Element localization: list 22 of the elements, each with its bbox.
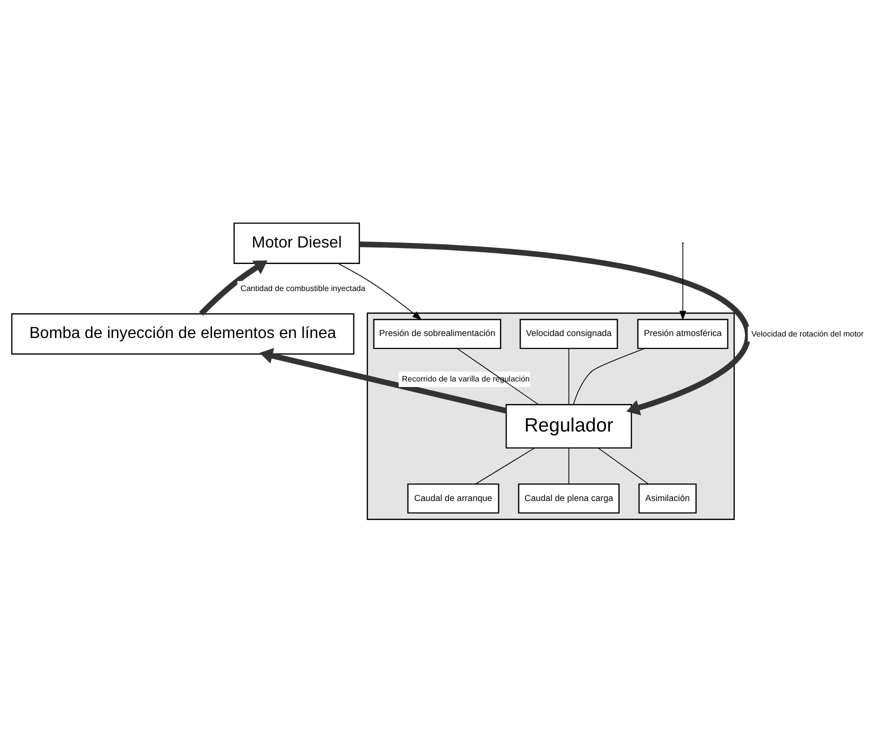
node-box: Motor Diesel (234, 222, 360, 264)
node-box: Caudal de arranque (407, 483, 500, 514)
node-box: Presión atmosférica (637, 318, 728, 350)
node-box: Velocidad consignada (520, 318, 618, 350)
arrow (359, 242, 750, 416)
node-box: Presión de sobrealimentación (373, 318, 502, 350)
arrow (679, 244, 686, 320)
connector (568, 348, 570, 405)
arrow (199, 260, 268, 316)
arrow (260, 348, 507, 414)
node-box: Regulador (506, 404, 632, 449)
connector (598, 448, 649, 484)
arrow (338, 263, 422, 320)
connector (475, 448, 535, 484)
connector (568, 448, 570, 484)
connector (573, 348, 646, 405)
edge-label: Cantidad de combustible inyectada (240, 284, 366, 294)
node-box: Bomba de inyección de elementos en línea (11, 313, 354, 355)
node-box: Asimilación (638, 483, 697, 514)
edge-label: Velocidad de rotación del motor (751, 329, 864, 338)
connector (456, 348, 539, 405)
node-box: Caudal de plena carga (518, 483, 620, 514)
